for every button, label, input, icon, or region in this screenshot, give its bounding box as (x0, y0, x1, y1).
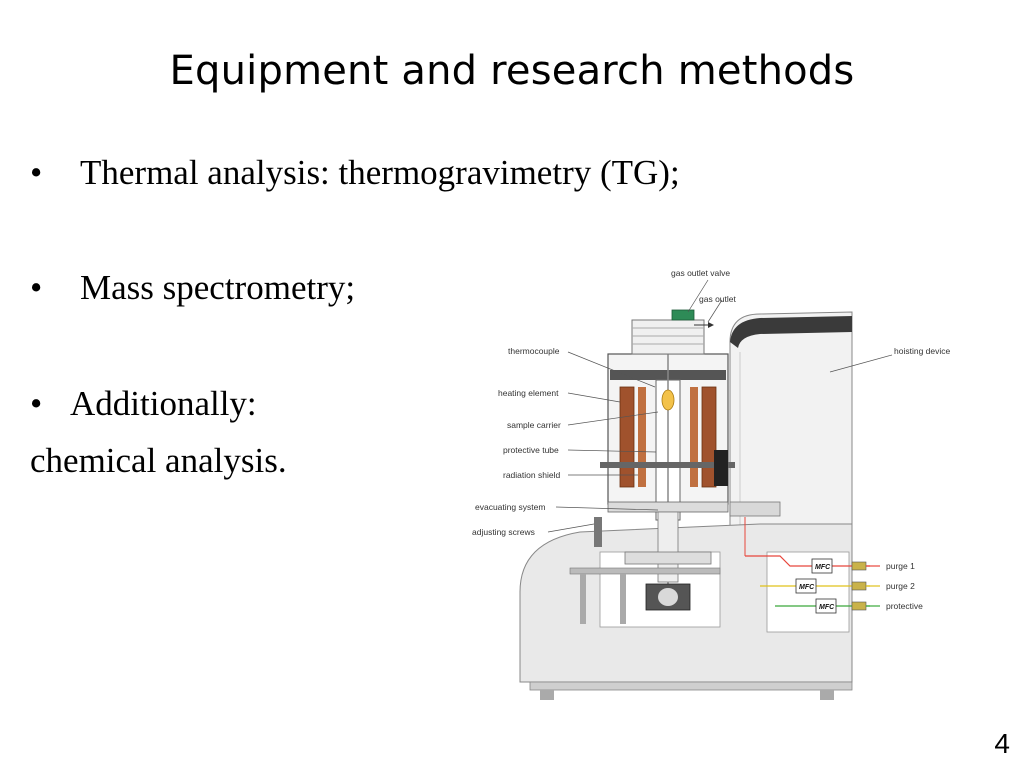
label-heating-element: heating element (498, 388, 559, 398)
mfc-label: MFC (799, 584, 815, 591)
label-adjusting-screws: adjusting screws (472, 527, 535, 537)
label-radiation-shield: radiation shield (503, 470, 560, 480)
label-thermocouple: thermocouple (508, 346, 560, 356)
mfc-label: MFC (819, 604, 835, 611)
label-gas-outlet: gas outlet (699, 294, 736, 304)
hoisting-device-tower (729, 311, 853, 563)
bullet-text: Thermal analysis: thermogravimetry (TG); (80, 153, 680, 192)
tg-apparatus-diagram: MFC MFC MFC gas outlet valve gas outlet … (472, 268, 951, 700)
bullet-text: Mass spectrometry; (80, 268, 356, 307)
top-cap (631, 309, 714, 355)
slide-title: Equipment and research methods (169, 48, 855, 94)
label-purge-2: purge 2 (886, 581, 915, 591)
label-protective: protective (886, 601, 923, 611)
page-number: 4 (994, 728, 1010, 759)
continuation-text: chemical analysis. (30, 441, 287, 480)
label-gas-outlet-valve: gas outlet valve (671, 268, 730, 278)
furnace (600, 322, 781, 592)
bullet-marker: • (30, 153, 43, 192)
label-protective-tube: protective tube (503, 445, 559, 455)
leader-lines (547, 279, 893, 533)
balance-assembly (569, 511, 721, 624)
label-evacuating-system: evacuating system (475, 502, 545, 512)
mfc-label: MFC (815, 564, 831, 571)
bullet-text: Additionally: (70, 384, 257, 423)
label-purge-1: purge 1 (886, 561, 915, 571)
bullet-marker: • (30, 384, 43, 423)
bullet-marker: • (30, 268, 43, 307)
gas-lines: MFC MFC MFC (744, 517, 880, 614)
label-sample-carrier: sample carrier (507, 420, 561, 430)
base-unit (519, 523, 853, 700)
label-hoisting-device: hoisting device (894, 346, 951, 356)
